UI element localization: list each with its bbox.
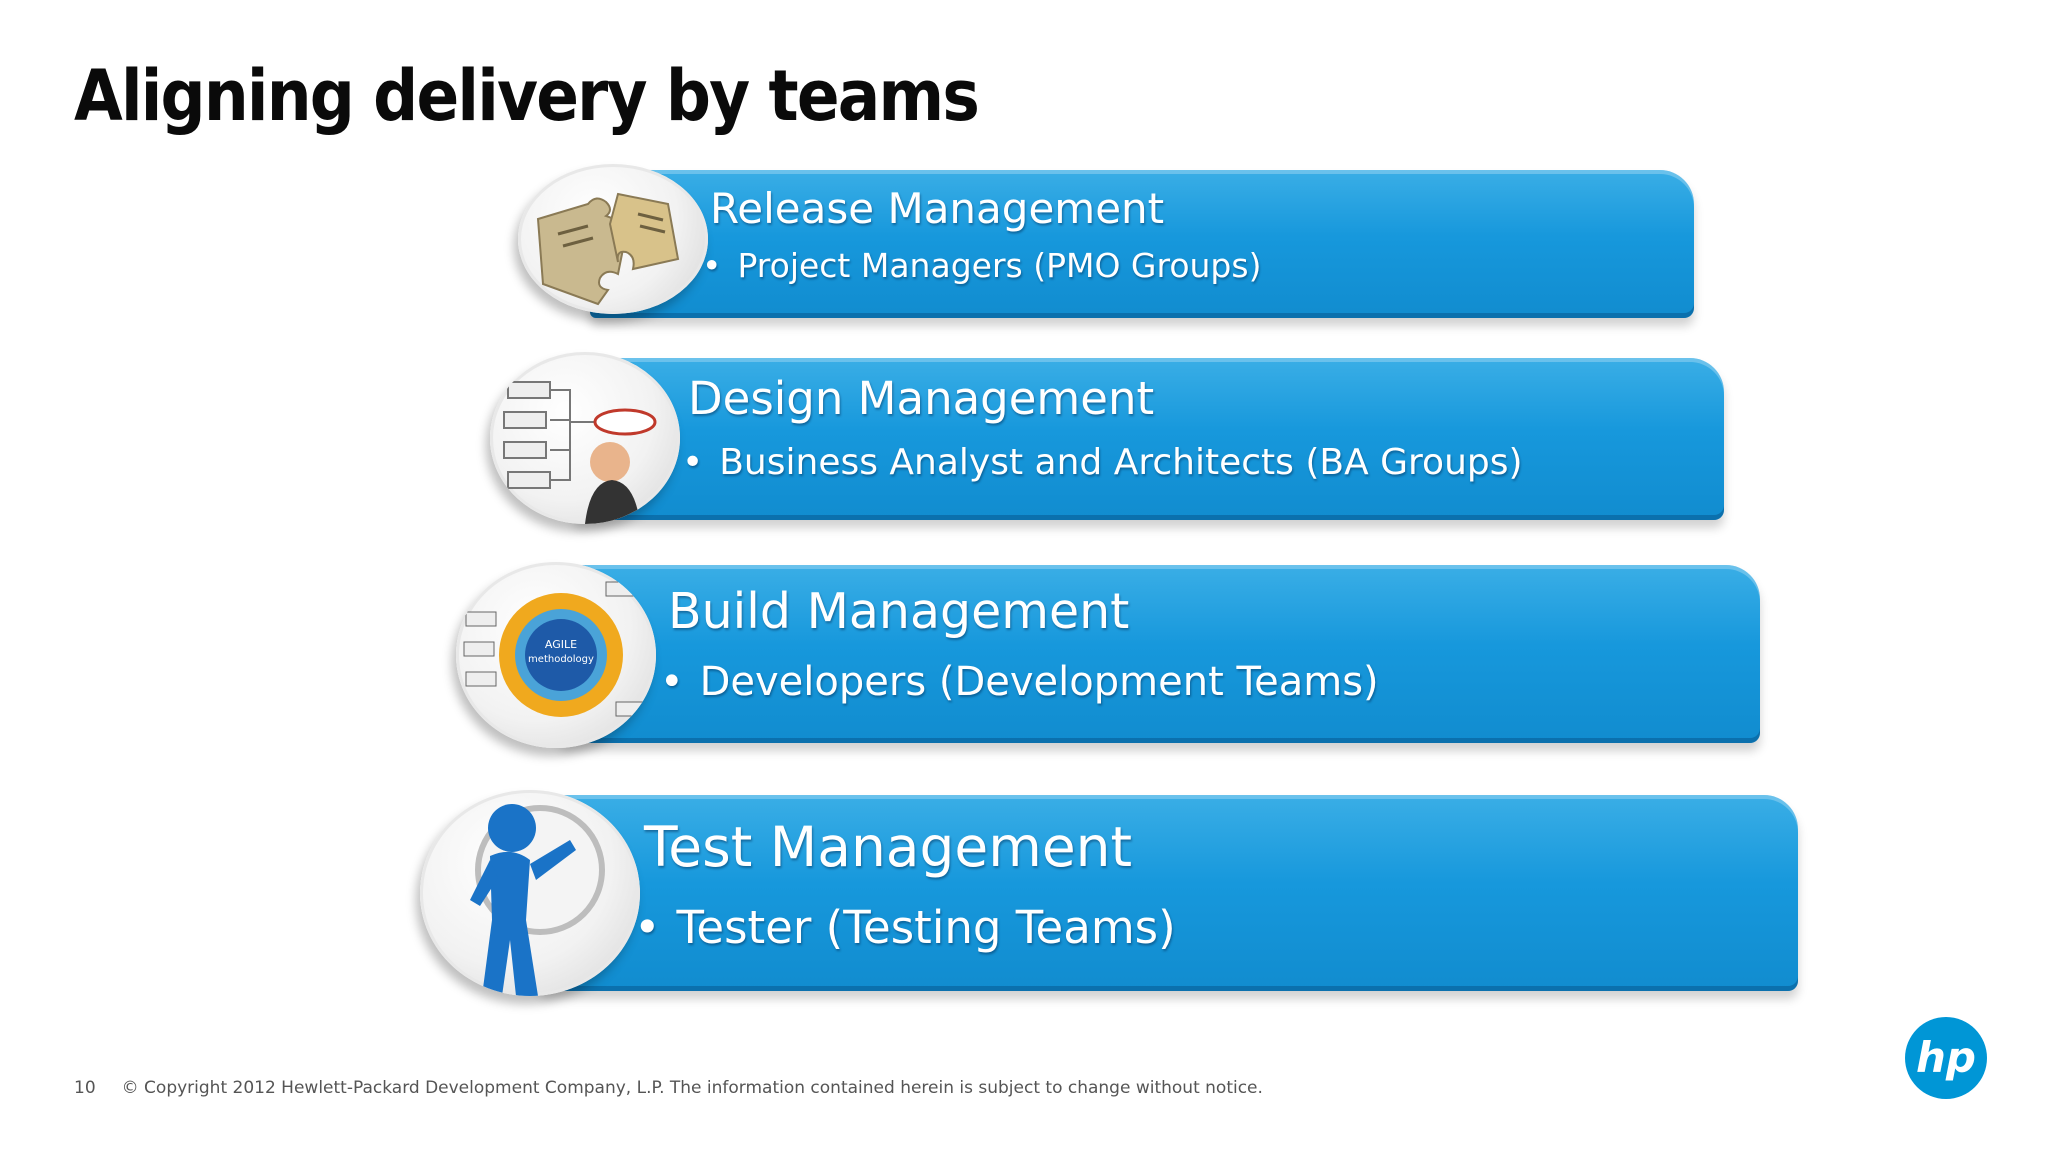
- banner-heading: Build Management: [668, 583, 1130, 640]
- slide-title: Aligning delivery by teams: [74, 55, 980, 137]
- banner-band: [540, 795, 1798, 991]
- banner-bullet: Tester (Testing Teams): [634, 901, 1176, 954]
- hp-logo-text: hp: [1916, 1033, 1976, 1082]
- banner-release-management: Release Management Project Managers (PMO…: [590, 170, 1694, 318]
- banner-design-management: Design Management Business Analyst and A…: [574, 358, 1724, 520]
- banner-bullet: Developers (Development Teams): [660, 659, 1379, 705]
- footer: 10 © Copyright 2012 Hewlett-Packard Devel…: [74, 1078, 1263, 1098]
- banner-band: [560, 565, 1760, 743]
- banner-heading: Release Management: [710, 184, 1165, 233]
- agile-methodology-icon: AGILE methodology: [456, 562, 656, 748]
- banner-band: [590, 170, 1694, 318]
- banner-build-management: Build Management Developers (Development…: [560, 565, 1760, 743]
- banner-heading: Design Management: [688, 372, 1155, 425]
- hp-logo-icon: hp: [1904, 1016, 1988, 1100]
- banner-test-management: Test Management Tester (Testing Teams): [540, 795, 1798, 991]
- flowchart-person-icon: [490, 352, 680, 524]
- puzzle-pieces-icon: [518, 164, 708, 314]
- magnifier-figure-icon: [420, 790, 640, 996]
- banner-band: [574, 358, 1724, 520]
- banner-heading: Test Management: [644, 815, 1133, 879]
- svg-text:AGILE: AGILE: [545, 638, 577, 651]
- banner-bullet: Business Analyst and Architects (BA Grou…: [682, 442, 1522, 483]
- copyright-notice: © Copyright 2012 Hewlett-Packard Develop…: [121, 1078, 1263, 1098]
- banner-bullet: Project Managers (PMO Groups): [702, 246, 1261, 285]
- page-number: 10: [74, 1078, 96, 1098]
- svg-text:methodology: methodology: [528, 654, 594, 665]
